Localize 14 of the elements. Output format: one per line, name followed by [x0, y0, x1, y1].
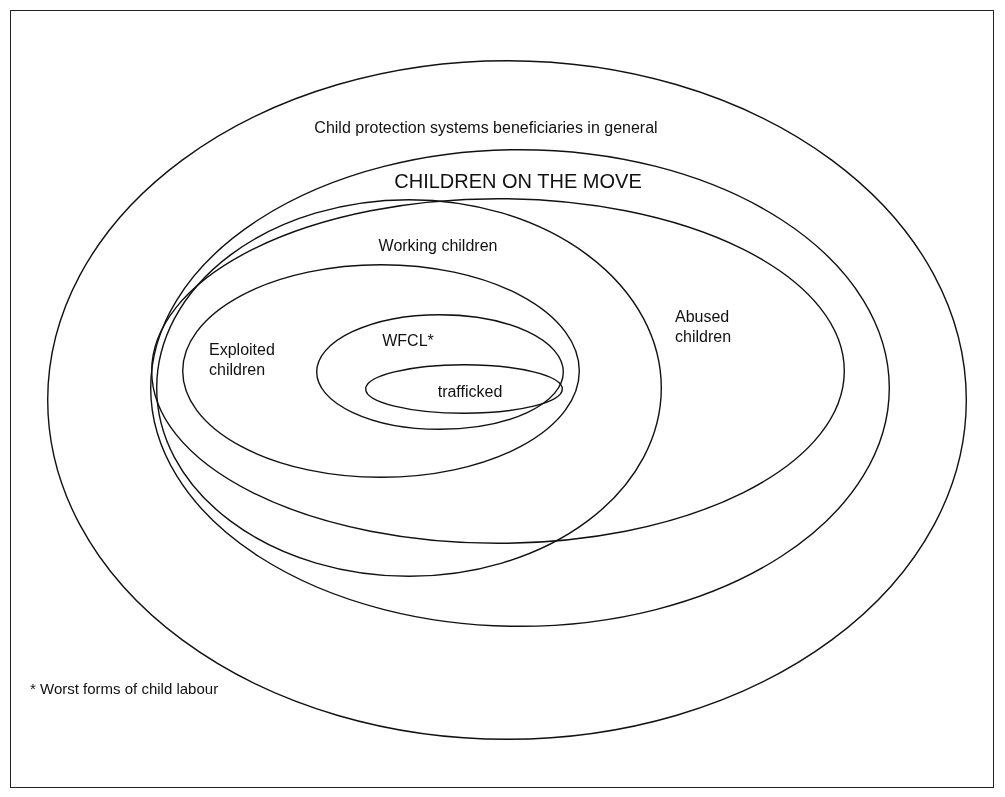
set-ellipse	[156, 199, 662, 577]
set-ellipse	[182, 264, 580, 478]
set-ellipse	[150, 149, 890, 627]
set-ellipse	[151, 198, 845, 544]
set-label: Exploited children	[209, 340, 276, 380]
set-ellipse	[365, 364, 563, 414]
footnote: * Worst forms of child labour	[30, 680, 219, 697]
set-ellipse	[316, 314, 564, 430]
set-label: Child protection systems beneficiaries in general	[314, 118, 658, 138]
set-label: trafficked	[437, 382, 503, 402]
set-label: CHILDREN ON THE MOVE	[394, 171, 642, 191]
set-label: Working children	[378, 236, 498, 256]
set-label: Abused children	[675, 307, 733, 347]
set-label: WFCL*	[382, 331, 434, 351]
